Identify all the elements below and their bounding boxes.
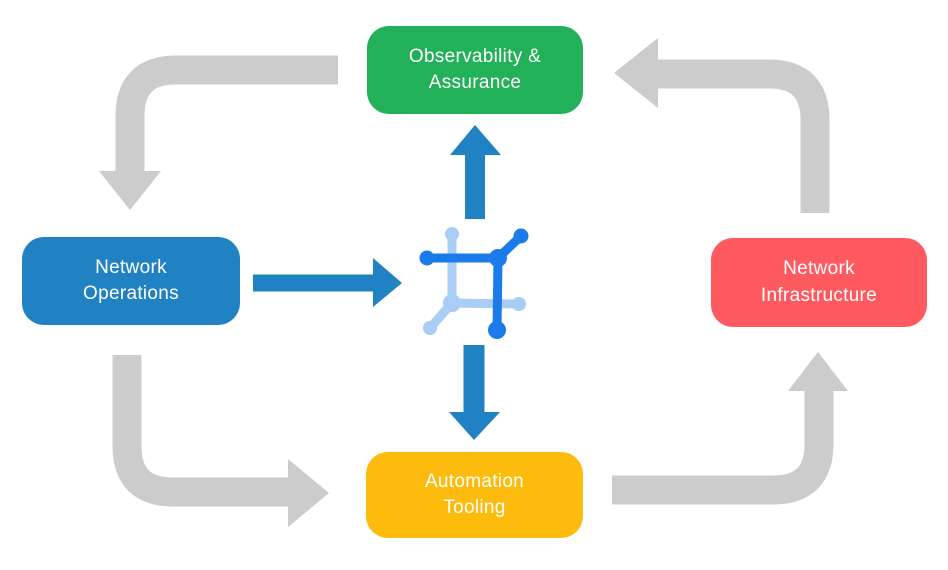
- flow-arrow-operations-to-center: [253, 258, 402, 307]
- arrowhead-right-icon: [288, 459, 329, 527]
- arrowhead-up-icon: [788, 352, 848, 391]
- arrowhead-right-icon: [373, 258, 402, 307]
- arrow-elbow: [115, 55, 338, 172]
- node-automation-tooling: Automation Tooling: [366, 452, 583, 538]
- arrow-elbow: [112, 355, 289, 507]
- icon-node: [423, 321, 437, 335]
- node-network-operations: Network Operations: [22, 237, 240, 325]
- arrowhead-down-icon: [99, 171, 161, 210]
- node-observability-assurance: Observability & Assurance: [367, 26, 583, 114]
- network-mesh-icon: [419, 227, 529, 339]
- cycle-arrow-bottom-right: [612, 352, 848, 505]
- cycle-arrow-top-right: [614, 38, 830, 213]
- cycle-arrow-top-left: [99, 55, 338, 210]
- arrowhead-left-icon: [614, 38, 658, 108]
- icon-node: [443, 294, 461, 312]
- network-mesh-icon-dark-half: [419, 228, 529, 339]
- arrowhead-up-icon: [450, 125, 501, 155]
- icon-node: [445, 227, 459, 241]
- icon-node: [419, 250, 435, 266]
- node-network-infrastructure: Network Infrastructure: [711, 238, 927, 327]
- icon-node: [489, 249, 507, 267]
- arrow-elbow: [612, 391, 834, 505]
- icon-node: [488, 321, 506, 339]
- cycle-arrow-bottom-left: [112, 355, 329, 527]
- arrowhead-down-icon: [449, 412, 500, 440]
- icon-node: [512, 297, 526, 311]
- arrow-elbow: [658, 59, 830, 213]
- flow-arrow-center-to-observability: [450, 125, 501, 219]
- flow-arrow-center-to-automation: [449, 345, 500, 440]
- icon-line: [492, 253, 503, 335]
- icon-node: [513, 228, 529, 244]
